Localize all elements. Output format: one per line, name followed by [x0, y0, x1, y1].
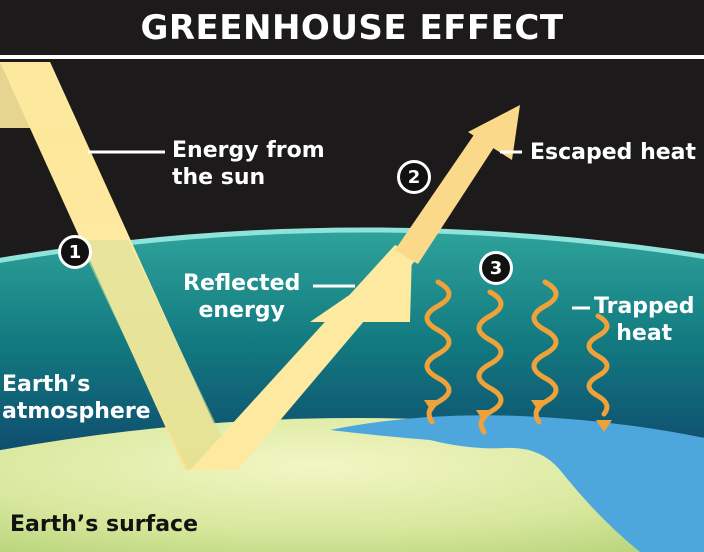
escaped-heat-arrowhead: [468, 105, 520, 160]
title-bar: GREENHOUSE EFFECT: [0, 0, 704, 59]
label-energy-from-sun: Energy from the sun: [172, 137, 325, 191]
label-reflected-energy-line1: Reflected: [183, 271, 301, 296]
reflected-arrowhead: [310, 252, 412, 322]
label-trapped-heat-line2: heat: [616, 321, 673, 346]
marker-2: 2: [397, 160, 431, 194]
heat-wave-arrowheads: [424, 400, 612, 432]
sun-beam-in-atmosphere: [78, 240, 238, 470]
page-title: GREENHOUSE EFFECT: [140, 7, 564, 48]
marker-3: 3: [479, 251, 513, 285]
label-earth-surface: Earth’s surface: [10, 512, 198, 537]
escaped-heat-arrow: [395, 126, 500, 264]
marker-1: 1: [58, 235, 92, 269]
label-atmosphere-line1: Earth’s: [2, 372, 91, 397]
ocean: [330, 415, 704, 552]
label-reflected-energy: Reflected energy: [183, 270, 300, 324]
label-atmosphere-line2: atmosphere: [2, 399, 151, 424]
label-energy-from-sun-line1: Energy from: [172, 138, 325, 163]
earth-surface: [0, 418, 704, 552]
label-trapped-heat: Trapped heat: [594, 293, 694, 347]
label-atmosphere: Earth’s atmosphere: [2, 371, 151, 425]
label-energy-from-sun-line2: the sun: [172, 165, 266, 190]
label-trapped-heat-line1: Trapped: [594, 294, 695, 319]
sun-beam-top: [0, 62, 80, 128]
label-reflected-energy-line2: energy: [198, 298, 285, 323]
heat-wave-4: [586, 313, 610, 417]
label-escaped-heat: Escaped heat: [530, 140, 697, 165]
